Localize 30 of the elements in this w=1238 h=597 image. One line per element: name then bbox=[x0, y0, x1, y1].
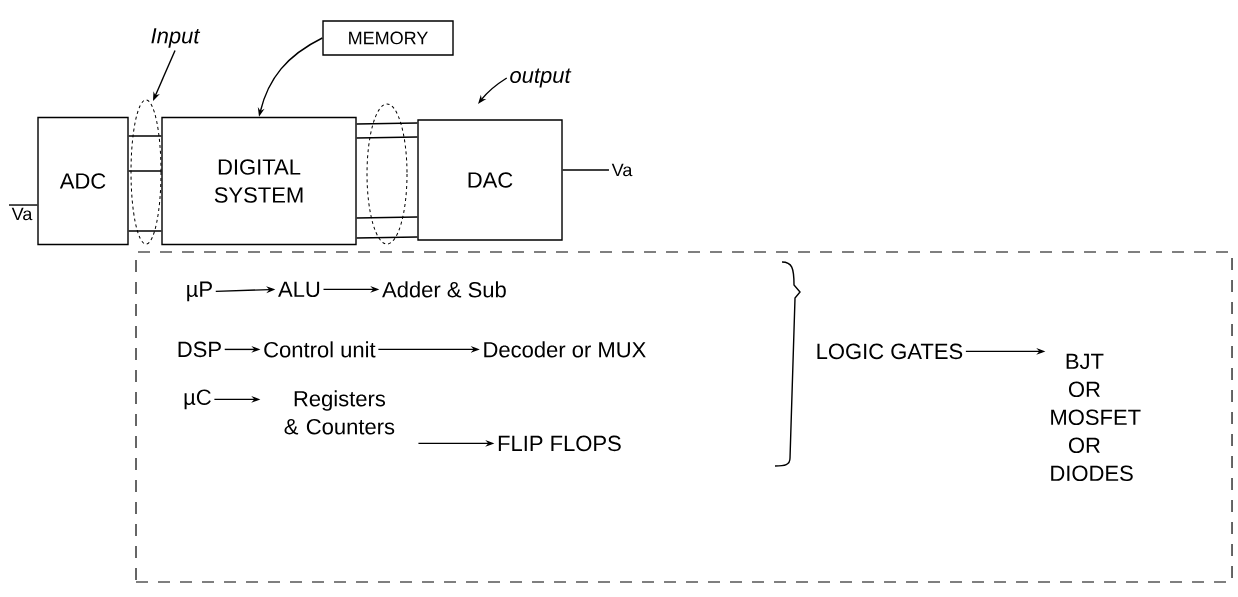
term-label: LOGIC GATES bbox=[817, 343, 963, 360]
bus-line bbox=[356, 216, 418, 219]
block-box: DIGITAL SYSTEM bbox=[161, 116, 357, 246]
bus-line bbox=[356, 122, 418, 125]
signal-label: Va bbox=[611, 163, 633, 177]
term-label: BJT OR MOSFET OR DIODES bbox=[1051, 353, 1141, 482]
bus-line bbox=[128, 230, 162, 232]
arrow bbox=[478, 77, 508, 104]
bus-line bbox=[128, 135, 162, 137]
term-label: Registers & Counters bbox=[284, 390, 395, 435]
term-label: Decoder or MUX bbox=[484, 341, 646, 358]
term-label: µP bbox=[187, 281, 212, 302]
term-label: ALU bbox=[278, 281, 320, 298]
bus-line bbox=[356, 136, 418, 139]
handwritten-label: output bbox=[510, 68, 572, 88]
term-label: µC bbox=[184, 389, 211, 410]
bus-line bbox=[356, 236, 418, 239]
term-label: Adder & Sub bbox=[382, 281, 506, 298]
memory-box: MEMORY bbox=[322, 20, 454, 56]
bus-line bbox=[128, 170, 162, 172]
dashed-region bbox=[135, 251, 1233, 583]
term-label: FLIP FLOPS bbox=[498, 435, 621, 452]
signal-label: Va bbox=[11, 207, 33, 221]
term-label: Control unit bbox=[264, 341, 376, 358]
block-box: ADC bbox=[37, 116, 129, 246]
handwritten-label: Input bbox=[151, 28, 201, 48]
term-label: DSP bbox=[178, 341, 221, 358]
connector-line bbox=[562, 169, 610, 171]
connector-line bbox=[8, 204, 38, 206]
block-box: DAC bbox=[417, 119, 563, 241]
